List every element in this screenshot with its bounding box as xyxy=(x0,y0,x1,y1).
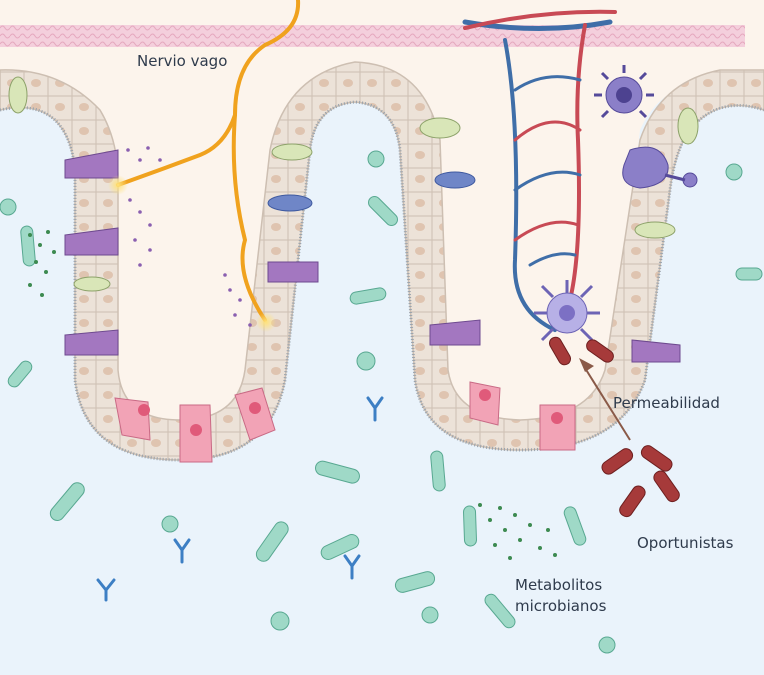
paneth-cell-icon xyxy=(114,381,576,463)
label-vagus-nerve: Nervio vago xyxy=(137,52,227,70)
antibody-icon xyxy=(96,396,384,602)
blood-vessel-icon xyxy=(462,9,617,332)
synapse-glow xyxy=(256,312,276,332)
neurotransmitter-dots xyxy=(126,146,252,327)
goblet-cell-icon xyxy=(8,76,699,292)
arrow-icon xyxy=(579,358,631,441)
mast-cell-icon xyxy=(622,146,698,189)
label-opportunists: Oportunistas xyxy=(637,534,734,552)
basement-membrane xyxy=(0,25,745,47)
metabolite-dots xyxy=(28,230,557,560)
bacterium-spheres xyxy=(0,150,743,654)
lymphocyte-icon xyxy=(267,171,476,212)
synapse-glow xyxy=(108,175,128,195)
label-metabolites-line2: microbianos xyxy=(515,597,607,615)
dendritic-cell-icon xyxy=(534,280,600,342)
nerve-icon xyxy=(116,0,301,322)
macrophage-icon xyxy=(594,65,654,119)
enteroendocrine-cell-icon xyxy=(64,149,681,363)
bacterium-icon xyxy=(549,336,680,518)
label-permeability: Permeabilidad xyxy=(613,394,720,412)
label-metabolites-line1: Metabolitos xyxy=(515,576,602,594)
epithelium xyxy=(0,61,764,462)
bacterium-icon xyxy=(7,196,763,629)
